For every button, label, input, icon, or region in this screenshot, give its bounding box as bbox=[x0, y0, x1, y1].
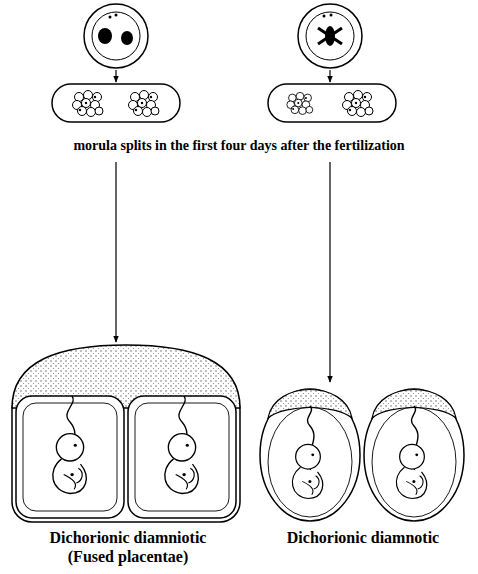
split-morula bbox=[268, 84, 396, 122]
type-caption: Dichorionic diamnotic bbox=[263, 528, 463, 547]
zygote bbox=[298, 4, 362, 68]
type-caption: Dichorionic diamniotic (Fused placentae) bbox=[28, 528, 228, 566]
fused-placenta-twins bbox=[12, 345, 240, 522]
arrow bbox=[116, 70, 330, 382]
split-morula bbox=[52, 84, 180, 122]
twin-type-figure: Dichorionic diamniotic (Fused placentae) bbox=[8, 340, 248, 568]
zygote bbox=[84, 4, 148, 68]
stage-note: morula splits in the first four days aft… bbox=[73, 138, 404, 155]
twin-type-figure: Dichorionic diamnotic bbox=[250, 380, 476, 549]
separate-placenta-twins bbox=[260, 389, 464, 521]
